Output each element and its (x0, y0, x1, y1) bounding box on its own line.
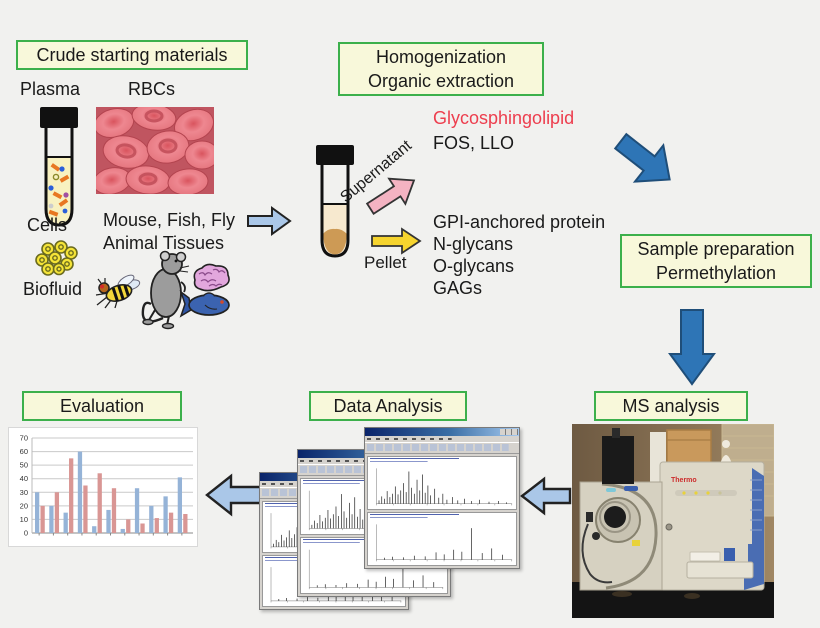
homogenization-box: Homogenization Organic extraction (338, 42, 544, 96)
pellet-arrow (371, 227, 422, 255)
flow-arrow-crude-to-tube (247, 206, 292, 236)
data-analysis-box: Data Analysis (309, 391, 467, 421)
brain-icon (193, 263, 230, 292)
ms-instrument-photo: Thermo (572, 424, 774, 618)
fos-llo-label: FOS, LLO (433, 133, 515, 153)
svg-text:70: 70 (20, 434, 28, 443)
svg-text:60: 60 (20, 447, 28, 456)
svg-text:10: 10 (20, 515, 28, 524)
spectrum-window-1 (364, 427, 520, 569)
svg-text:30: 30 (20, 488, 28, 497)
flow-arrow-to-ms (668, 309, 716, 386)
cardboard-box (666, 429, 712, 467)
ms-analysis-box: MS analysis (594, 391, 748, 421)
flow-arrow-to-sample-prep (613, 132, 671, 183)
flow-arrow-data-to-eval (205, 473, 264, 517)
svg-text:0: 0 (24, 529, 28, 538)
flow-arrow-ms-to-data (520, 476, 572, 516)
pellet-label: Pellet (364, 253, 407, 272)
glycosphingolipid-label: Glycosphingolipid (433, 108, 575, 128)
fish-icon (179, 289, 230, 318)
plasma-label: Plasma (20, 79, 81, 99)
tissues-label: Mouse, Fish, Fly Animal Tissues (103, 210, 236, 253)
pellet-products-list: GPI-anchored protein N-glycans O-glycans… (433, 212, 606, 298)
plasma-tube-icon (40, 107, 78, 227)
rbcs-label: RBCs (128, 79, 176, 99)
spectrum-panel (367, 456, 517, 510)
eval-bar-chart: 0 10 20 30 40 50 60 70 (8, 427, 198, 547)
data-analysis-windows (257, 426, 520, 610)
separation-tube-icon (316, 145, 354, 258)
crude-materials-box: Crude starting materials (16, 40, 248, 70)
biofluid-label: Biofluid (23, 279, 83, 299)
fly-icon (95, 274, 141, 309)
mouse-icon (141, 250, 190, 330)
thermo-logo: Thermo (671, 477, 697, 484)
svg-text:40: 40 (20, 474, 28, 483)
svg-text:20: 20 (20, 501, 28, 510)
cells-label: Cells (27, 215, 68, 235)
svg-text:50: 50 (20, 461, 28, 470)
window-toolbar (365, 443, 519, 454)
rbc-image (96, 107, 214, 194)
supernatant-arrow (365, 177, 416, 215)
sample-prep-box: Sample preparation Permethylation (620, 234, 812, 288)
window-menubar (365, 436, 519, 443)
spectrum-panel (367, 512, 517, 566)
window-titlebar (365, 428, 519, 436)
evaluation-box: Evaluation (22, 391, 182, 421)
cells-icon (35, 240, 78, 276)
